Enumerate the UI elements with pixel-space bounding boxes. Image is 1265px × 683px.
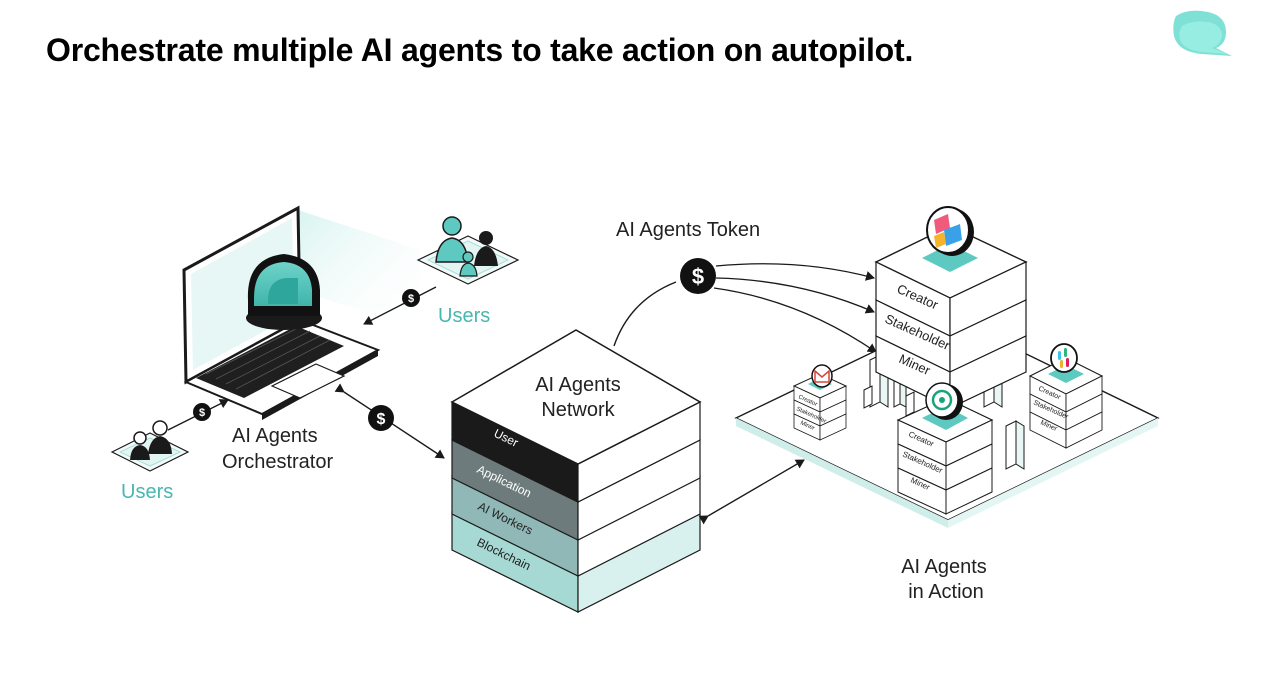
- gmail-icon: [811, 364, 833, 388]
- laptop-screen-inner: [191, 218, 294, 370]
- coin-icon: $: [193, 403, 211, 421]
- orchestrator-label-line1: AI Agents: [232, 425, 318, 447]
- app-icon-main: [926, 206, 974, 256]
- users-left-icon: [130, 420, 172, 460]
- coin-icon: $: [368, 405, 394, 431]
- svg-text:$: $: [199, 407, 205, 419]
- screen-glow: [298, 210, 420, 330]
- arrow-network-action: [698, 459, 805, 525]
- orchestrator-label-line2: Orchestrator: [222, 451, 333, 473]
- svg-text:$: $: [377, 411, 386, 428]
- token-coin-icon: $: [680, 258, 716, 294]
- users-left-label: Users: [121, 481, 173, 503]
- users-top-label: Users: [438, 305, 490, 327]
- network-label-line2: Network: [541, 399, 615, 421]
- token-label: AI Agents Token: [616, 219, 760, 241]
- arrow-token-creator: [715, 263, 875, 281]
- tower-gmail: [792, 364, 848, 441]
- svg-text:$: $: [408, 293, 414, 305]
- tower-gmail-miner: Miner: [799, 420, 815, 432]
- arrow-token-stakeholder: [715, 277, 875, 314]
- tower-slack: [1028, 343, 1104, 449]
- slack-icon: [1050, 343, 1078, 373]
- laptop-orchestrator: [182, 205, 420, 420]
- network-stack: [450, 329, 702, 613]
- network-label-line1: AI Agents: [535, 374, 621, 396]
- laptop-touchpad: [270, 363, 346, 399]
- tower-openai: [896, 382, 994, 515]
- users-top-group: [416, 216, 520, 285]
- openai-icon: [925, 382, 963, 420]
- users-top-icon: [435, 216, 498, 277]
- users-left-group: [110, 420, 190, 472]
- laptop-logo-icon: [246, 254, 322, 330]
- coin-icon: $: [402, 289, 420, 307]
- page-title: Orchestrate multiple AI agents to take a…: [46, 32, 914, 68]
- arrow-users-top-to-laptop: [363, 286, 437, 325]
- token-connector: [613, 281, 677, 347]
- arrow-laptop-network: [334, 383, 445, 459]
- brand-logo-icon: [1173, 10, 1232, 57]
- action-label-line1: AI Agents: [901, 556, 987, 578]
- svg-text:$: $: [692, 264, 704, 289]
- arrow-token-miner: [713, 287, 877, 353]
- action-label-line2: in Action: [908, 581, 984, 603]
- main-tower: [874, 206, 1028, 409]
